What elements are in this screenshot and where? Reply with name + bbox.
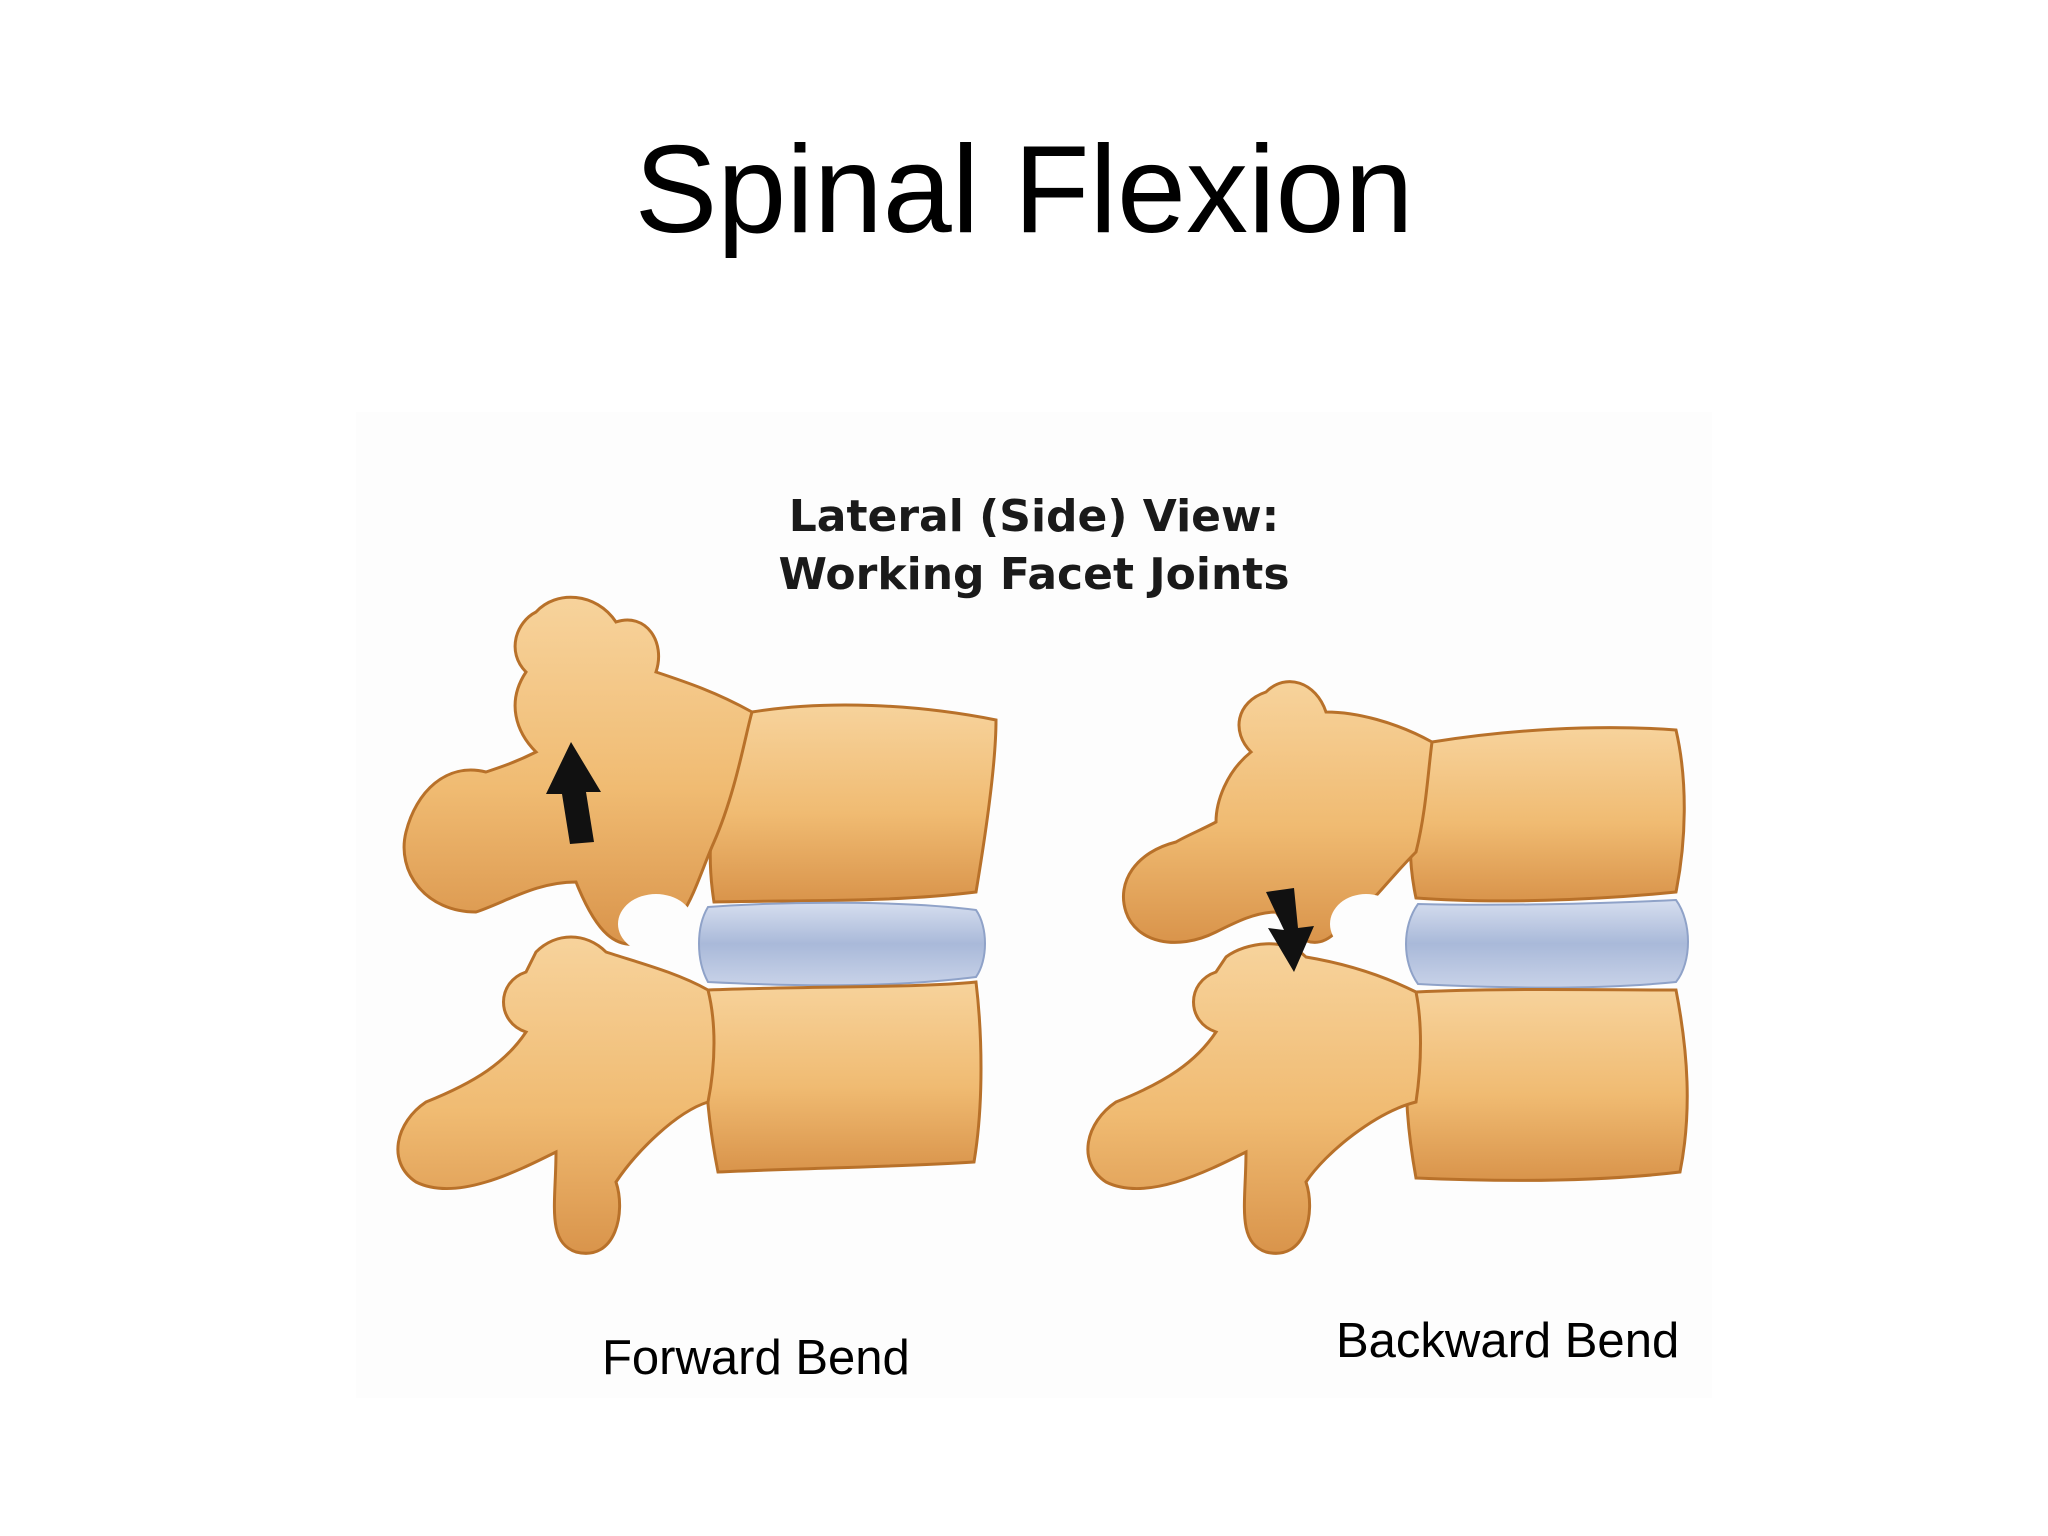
vertebrae-backward-bend-illustration: [1086, 680, 1689, 1255]
vertebrae-illustration: [396, 595, 1689, 1255]
vertebrae-forward-bend-illustration: [396, 595, 998, 1255]
caption-forward-bend: Forward Bend: [602, 1331, 910, 1385]
caption-backward-bend: Backward Bend: [1336, 1314, 1680, 1368]
vertebrae-figure: [356, 412, 1712, 1398]
figure-heading-line-2: Working Facet Joints: [778, 549, 1290, 600]
figure-heading: Lateral (Side) View: Working Facet Joint…: [356, 488, 1712, 604]
figure-heading-line-1: Lateral (Side) View:: [788, 491, 1280, 542]
slide-title: Spinal Flexion: [634, 121, 1414, 259]
